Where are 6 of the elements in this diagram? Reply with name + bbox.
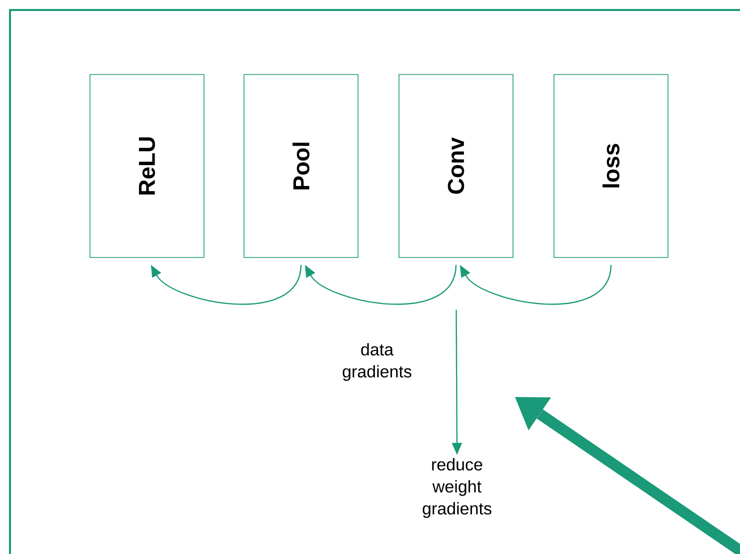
layer-box: Pool — [244, 74, 358, 258]
layer-box: ReLU — [90, 74, 204, 258]
step-text: reduce weight gradients — [422, 458, 492, 518]
annotation-text: data gradients — [342, 343, 412, 381]
layer-box: loss — [554, 74, 668, 258]
layer-box: Conv — [398, 74, 514, 258]
